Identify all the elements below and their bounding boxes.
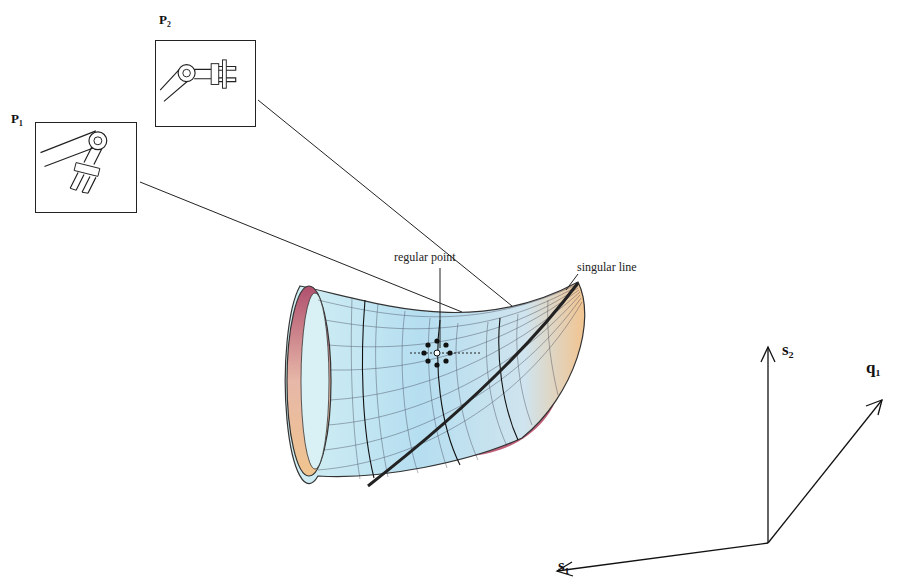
line-label: singular line (577, 260, 637, 275)
leader-line (566, 274, 578, 290)
regular-point (434, 350, 440, 356)
robot-arm-icon (156, 41, 255, 126)
configuration-box: P₁ (35, 122, 137, 213)
surface-opening-inner (301, 293, 329, 469)
dotted-line (410, 353, 480, 354)
leader-line (258, 100, 512, 306)
neighbourhood-dots (421, 338, 452, 367)
singular-line (368, 283, 578, 486)
surface-body (285, 282, 584, 484)
point-label: regular point (394, 250, 456, 265)
axis-label: s₁ (558, 556, 570, 576)
box-heading: P₂ (159, 12, 171, 28)
surface-opening (287, 286, 331, 476)
leader-line (440, 268, 441, 348)
box-heading: P₁ (11, 111, 23, 127)
configuration-box: P₂ (155, 40, 256, 127)
axis-label: q₁ (866, 358, 881, 378)
robot-arm-icon (36, 123, 136, 212)
axis-label: s₂ (782, 340, 794, 360)
surface-mesh (318, 284, 582, 479)
axes (557, 347, 882, 576)
